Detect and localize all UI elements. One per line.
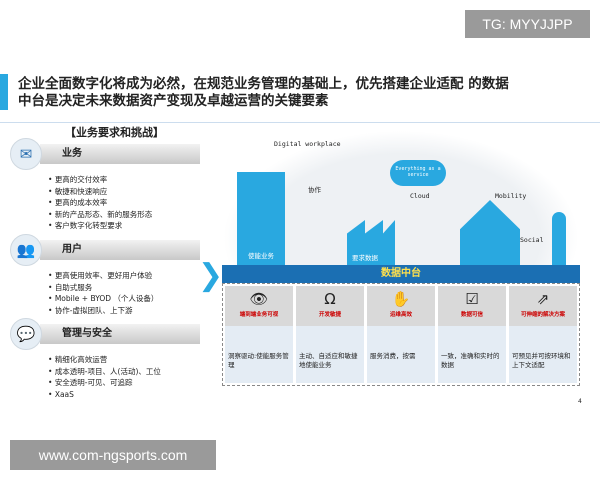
- page-title: 企业全面数字化将成为必然，在规范业务管理的基础上，优先搭建企业适配 的数据中台是…: [18, 76, 509, 109]
- list-item: 敏捷和快速响应: [48, 186, 152, 198]
- users-icon: 👥: [10, 234, 42, 266]
- scale-icon: ⇗: [536, 290, 550, 308]
- chevron-right-icon: ❯: [198, 258, 224, 293]
- person-phone-icon: [552, 212, 566, 265]
- column-desc: 服务消费，按需: [367, 326, 435, 383]
- left-heading: 【业务要求和挑战】: [65, 126, 164, 139]
- list-item: XaaS: [48, 389, 161, 401]
- demand-label: 要求数据: [352, 254, 378, 262]
- hand-money-icon: ✋: [391, 290, 411, 308]
- watermark-top: TG: MYYJJPP: [465, 10, 590, 38]
- section-title: 管理与安全: [40, 324, 200, 344]
- loop-icon: Ω: [324, 290, 336, 308]
- column-label: 开发敏捷: [318, 312, 341, 318]
- hub-column: 👁 端到端业务可视洞察驱动:使能服务管理: [225, 286, 293, 383]
- digital-workplace-label: Digital workplace: [274, 140, 341, 148]
- section-title: 业务: [40, 144, 200, 164]
- column-label: 端到端业务可视: [239, 312, 279, 318]
- list-item: 新的产品形态、新的服务形态: [48, 209, 153, 221]
- collab-label: 协作: [308, 186, 321, 194]
- column-label: 运维高效: [389, 312, 412, 318]
- list-item: 更高的成本效率: [48, 197, 152, 209]
- eye-icon: 👁: [249, 290, 269, 308]
- data-hub-title: 数据中台: [222, 265, 580, 283]
- item-list: 精细化高效运营 成本透明-项目、人(活动)、工位 安全透明-可见、可追踪 Xaa…: [48, 354, 161, 400]
- list-item: 自助式服务: [48, 282, 158, 294]
- social-label: Social: [520, 236, 544, 244]
- office-building-icon: [237, 172, 285, 265]
- column-desc: 主动、自适应和敏捷地使能业务: [296, 326, 364, 383]
- watermark-bottom: www.com-ngsports.com: [10, 440, 216, 470]
- title-accent-bar: [0, 74, 8, 110]
- digital-workplace-illustration: Digital workplace 使能业务 协作 Everything as …: [222, 130, 580, 265]
- presentation-icon: 💬: [10, 318, 42, 350]
- column-desc: 一致，准确和实时的数据: [438, 326, 506, 383]
- item-list: 更高的交付效率 敏捷和快速响应 更高的成本效率 新的产品形态、新的服务形态 客户…: [48, 174, 153, 232]
- list-item: 客户数字化转型要求: [48, 220, 152, 232]
- cloud-label: Cloud: [410, 192, 430, 200]
- page-number: 4: [578, 398, 582, 405]
- enable-label: 使能业务: [248, 252, 274, 260]
- column-desc: 可预见并可按环境和上下文适配: [509, 326, 577, 383]
- list-item: 成本透明-项目、人(活动)、工位: [48, 366, 161, 378]
- list-item: 精细化高效运营: [48, 354, 161, 366]
- hub-column: Ω 开发敏捷主动、自适应和敏捷地使能业务: [296, 286, 364, 383]
- item-list: 更高使用效率、更好用户体验 自助式服务 Mobile + BYOD （个人设备）…: [48, 270, 159, 317]
- divider: [0, 122, 600, 123]
- touch-screen-icon: ✉: [10, 138, 42, 170]
- home-icon: [460, 200, 520, 265]
- mobility-label: Mobility: [495, 192, 527, 200]
- list-item: 协作-虚拟团队、上下游: [48, 305, 158, 317]
- list-item: 安全透明-可见、可追踪: [48, 377, 161, 389]
- list-item: Mobile + BYOD （个人设备）: [48, 293, 159, 305]
- cloud-icon: Everything as a service: [390, 160, 446, 186]
- list-item: 更高的交付效率: [48, 174, 152, 186]
- column-desc: 洞察驱动:使能服务管理: [225, 326, 293, 383]
- column-label: 可伸缩的解决方案: [520, 312, 565, 318]
- hub-column: ✋ 运维高效服务消费，按需: [367, 286, 435, 383]
- hub-column: ☑ 数据可信一致，准确和实时的数据: [438, 286, 506, 383]
- hub-column: ⇗ 可伸缩的解决方案可预见并可按环境和上下文适配: [509, 286, 577, 383]
- column-label: 数据可信: [460, 312, 483, 318]
- list-item: 更高使用效率、更好用户体验: [48, 270, 158, 282]
- checkbox-icon: ☑: [465, 290, 479, 308]
- section-title: 用户: [40, 240, 200, 260]
